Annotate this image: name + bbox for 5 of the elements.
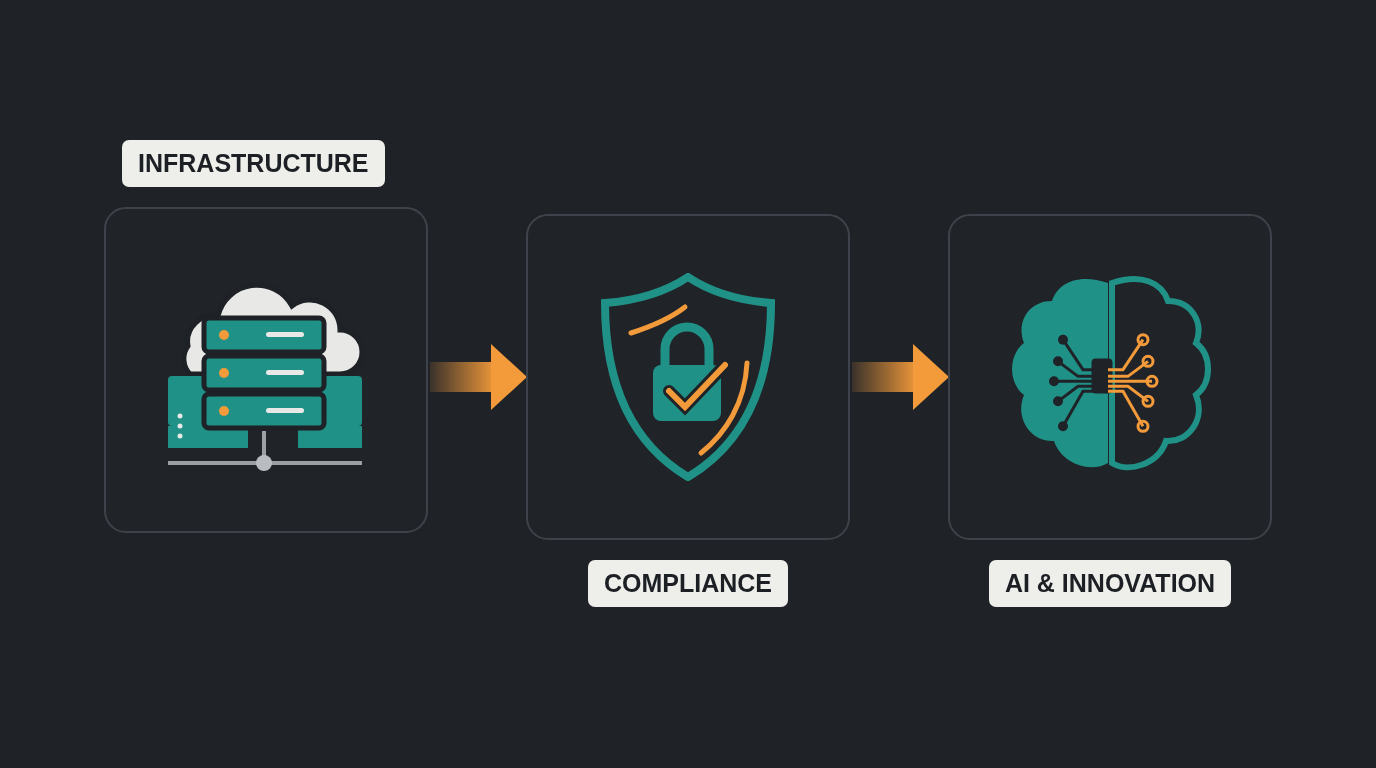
step-label: COMPLIANCE (587, 560, 789, 607)
step-label: INFRASTRUCTURE (122, 140, 385, 187)
step-label: AI & INNOVATION (988, 560, 1232, 607)
arrow (852, 344, 949, 410)
arrow (430, 344, 527, 410)
